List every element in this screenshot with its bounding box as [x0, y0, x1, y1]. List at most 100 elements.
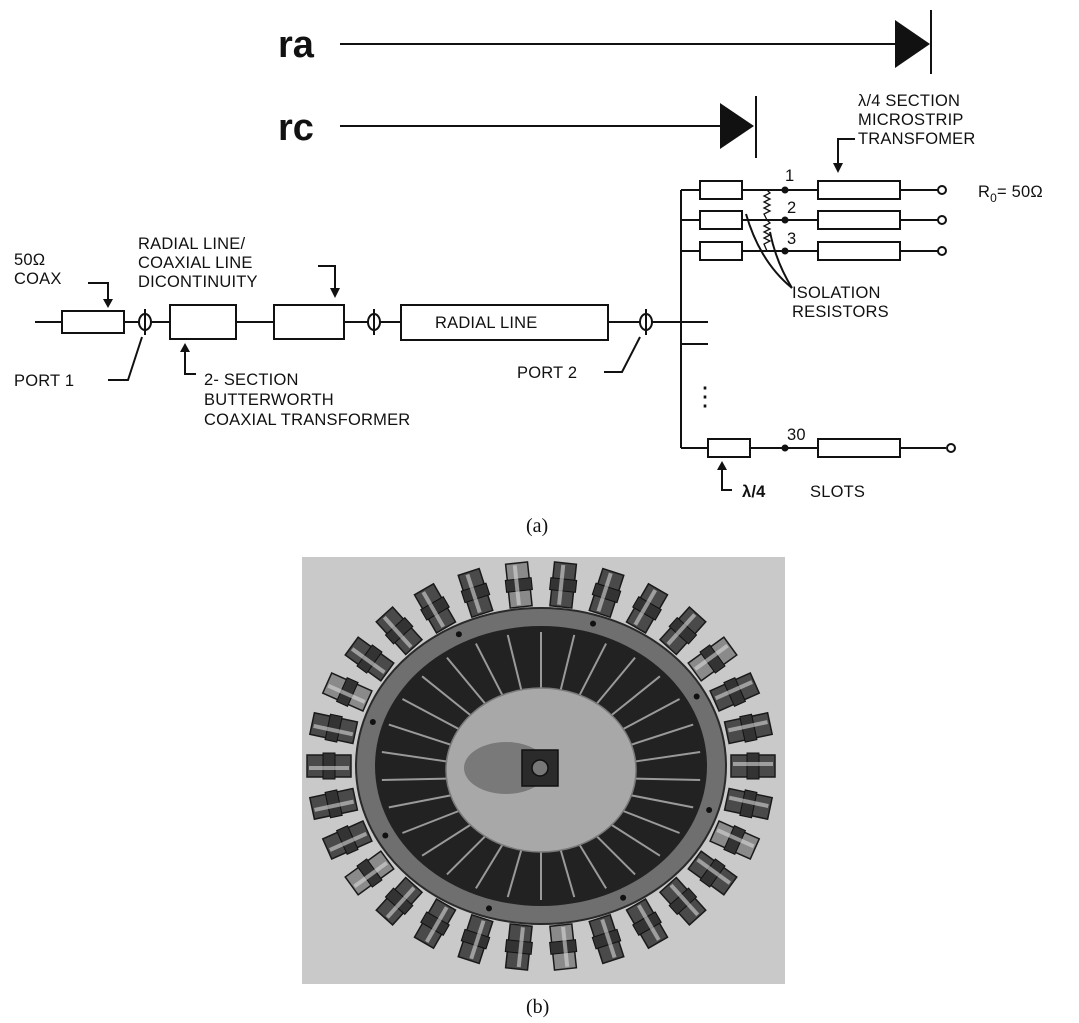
- sma-connector: [306, 752, 352, 780]
- sma-connector: [375, 605, 424, 656]
- transformer-section-1: [169, 304, 237, 340]
- sma-connector: [504, 923, 533, 971]
- discontinuity-label-2: COAXIAL LINE: [138, 254, 253, 272]
- port2-label: PORT 2: [517, 364, 577, 382]
- branch-30-node: [781, 444, 789, 452]
- slot-feed-line: [475, 643, 504, 696]
- sma-connector: [730, 752, 776, 780]
- radial-line-label: RADIAL LINE: [435, 314, 537, 332]
- sma-connector: [308, 711, 359, 745]
- sma-connector: [709, 820, 761, 861]
- port2-leader: [604, 336, 641, 373]
- sma-connector: [321, 671, 373, 712]
- isolation-leader-2: [769, 231, 793, 289]
- sma-connector: [344, 850, 395, 896]
- branch-3-number: 3: [787, 230, 796, 248]
- branch-30-port: [946, 443, 956, 453]
- sma-connector: [321, 820, 373, 861]
- sma-connector: [625, 582, 669, 634]
- coax-label-1: 50Ω: [14, 251, 45, 269]
- branch-3-transformer-box: [817, 241, 901, 261]
- sma-connector: [723, 711, 774, 745]
- branch-2-number: 2: [787, 199, 796, 217]
- branch-2-port: [937, 215, 947, 225]
- bolt-holes: [369, 620, 713, 912]
- bolt-hole: [706, 807, 713, 814]
- sma-connector: [658, 876, 707, 927]
- bolt-hole: [455, 631, 462, 638]
- transformer-label-1: 2- SECTION: [204, 371, 299, 389]
- sma-connector: [308, 787, 359, 821]
- branch-1-quarter-box: [699, 180, 743, 200]
- branch-1-number: 1: [785, 167, 794, 185]
- bolt-hole: [590, 620, 597, 627]
- quarter-label-1: λ/4 SECTION: [858, 92, 960, 110]
- sma-connector: [549, 561, 578, 609]
- bolt-hole: [620, 894, 627, 901]
- slot-feed-line: [631, 723, 694, 746]
- slot-feed-line: [475, 844, 504, 889]
- branch-3-node: [781, 247, 789, 255]
- branch-3-port: [937, 246, 947, 256]
- port-symbol-2: [639, 309, 653, 335]
- sma-connector: [375, 876, 424, 927]
- quarter-label-2: MICROSTRIP: [858, 111, 964, 129]
- slot-feed-line: [635, 777, 701, 782]
- slot-feed-line: [559, 849, 576, 898]
- sma-connector: [625, 898, 669, 950]
- slot-feed-line: [446, 656, 486, 705]
- sma-connector: [723, 787, 774, 821]
- bolt-hole: [485, 905, 492, 912]
- ra-arrow-head: [895, 20, 930, 68]
- ra-label: ra: [278, 24, 315, 66]
- branch-30-number: 30: [787, 426, 806, 444]
- slot-feed-line: [578, 844, 607, 889]
- slot-area: [381, 632, 701, 900]
- quarter-pointer-head: [833, 163, 843, 173]
- branch-2-transformer-box: [817, 210, 901, 230]
- sma-connector: [687, 850, 738, 896]
- bolt-hole: [693, 693, 700, 700]
- sma-connector: [709, 671, 761, 712]
- sma-connector: [658, 605, 707, 656]
- sma-connector: [588, 567, 625, 619]
- isolation-resistor-icons: [762, 189, 772, 252]
- slot-feed-line: [622, 810, 680, 834]
- slot-feed-line: [446, 835, 486, 876]
- isolation-label-2: RESISTORS: [792, 303, 889, 321]
- branch-3-quarter-box: [699, 241, 743, 261]
- photo-b: (b): [302, 557, 785, 1018]
- lambda-pointer-head: [717, 461, 727, 470]
- isolation-leader-1: [745, 213, 793, 289]
- sma-connector: [588, 913, 625, 965]
- slot-feed-line: [401, 698, 460, 730]
- branch-2-quarter-box: [699, 210, 743, 230]
- branch-2-node: [781, 216, 789, 224]
- transformer-pointer: [184, 348, 196, 375]
- slot-feed-line: [421, 675, 472, 716]
- slot-feed-line: [596, 835, 636, 876]
- branch-30-quarter-box: [707, 438, 751, 458]
- slot-feed-line: [381, 751, 447, 763]
- bolt-hole: [369, 718, 376, 725]
- lambda4-label: λ/4: [742, 483, 766, 501]
- slot-feed-line: [610, 675, 661, 716]
- transformer-label-3: COAXIAL TRANSFORMER: [204, 411, 410, 429]
- connector-ring: [306, 561, 776, 971]
- branch-1-transformer-box: [817, 180, 901, 200]
- coax-box: [61, 310, 125, 334]
- discontinuity-pointer: [318, 265, 336, 294]
- slot-feed-line: [388, 723, 451, 746]
- slot-feed-line: [622, 698, 681, 730]
- port-symbol-1: [138, 309, 152, 335]
- slot-feed-line: [421, 824, 471, 857]
- ellipsis: ⋮: [692, 381, 718, 411]
- sma-connector: [549, 923, 578, 971]
- slot-feed-line: [402, 810, 460, 834]
- slot-feed-line: [388, 794, 451, 809]
- slot-feed-line: [631, 794, 694, 809]
- slot-feed-line: [559, 634, 576, 691]
- sma-connector: [413, 898, 457, 950]
- sma-connector: [457, 913, 494, 965]
